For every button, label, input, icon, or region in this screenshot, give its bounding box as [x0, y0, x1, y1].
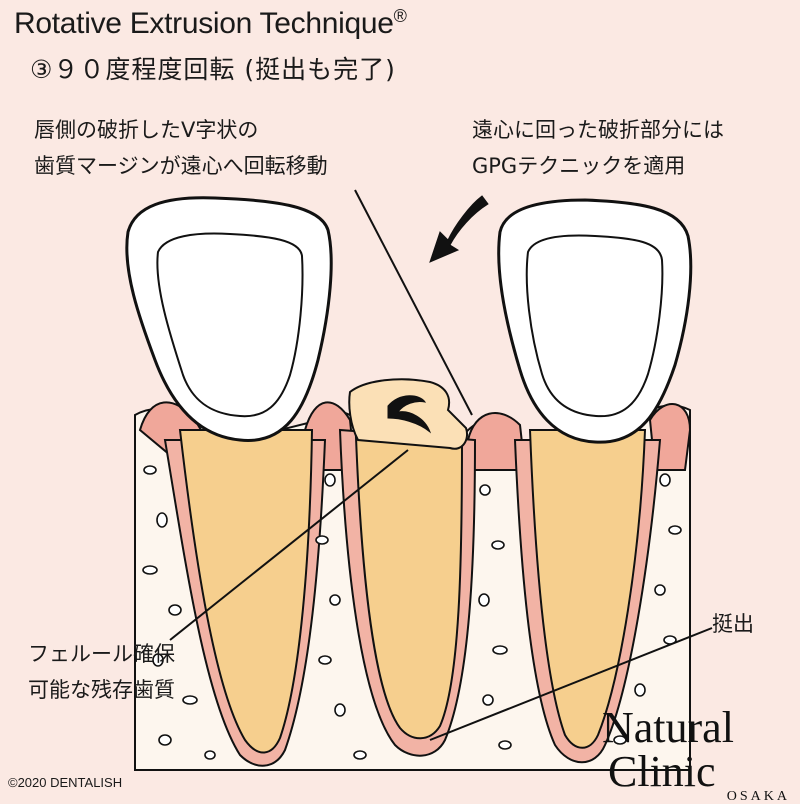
- crown-left: [125, 196, 333, 442]
- root-right: [528, 429, 647, 749]
- label-ferrule-line1: フェルール確保: [28, 642, 175, 666]
- label-ferrule-line2: 可能な残存歯質: [28, 678, 175, 702]
- rotation-arrow-icon: [429, 195, 489, 263]
- label-gpg-line2: GPGテクニックを適用: [472, 154, 686, 178]
- fracture-detail: [387, 395, 432, 434]
- label-gpg-line1: 遠心に回った破折部分には: [472, 118, 724, 142]
- crown-right-inner: [525, 234, 664, 418]
- root-middle: [353, 408, 464, 740]
- registered-mark: ®: [393, 6, 407, 26]
- logo-line3: OSAKA: [726, 789, 790, 804]
- page-title: Rotative Extrusion Technique®: [14, 6, 407, 40]
- clinic-logo: Natural Clinic OSAKA: [602, 703, 792, 804]
- logo-line1: Natural: [602, 703, 734, 752]
- logo-line2: Clinic: [608, 747, 716, 796]
- label-rotation-line2: 歯質マージンが遠心へ回転移動: [34, 154, 328, 178]
- root-left: [178, 429, 314, 754]
- crown-left-inner: [156, 232, 304, 418]
- label-rotation-line1: 唇側の破折したV字状の: [34, 118, 259, 142]
- crown-right: [497, 198, 693, 444]
- leader-line-ferrule: [169, 449, 409, 641]
- label-extrusion: 挺出: [712, 612, 754, 636]
- gingiva-right: [648, 403, 692, 471]
- label-ferrule: フェルール確保 可能な残存歯質: [28, 636, 175, 708]
- leader-line-rotation: [354, 189, 473, 416]
- label-gpg: 遠心に回った破折部分には GPGテクニックを適用: [472, 112, 724, 184]
- page-subtitle: ③９０度程度回転 (挺出も完了): [30, 55, 396, 84]
- label-rotation: 唇側の破折したV字状の 歯質マージンが遠心へ回転移動: [34, 112, 328, 184]
- bone-trabeculae: [142, 465, 682, 760]
- leader-line-extrusion: [429, 627, 713, 741]
- copyright-text: ©2020 DENTALISH: [8, 775, 123, 790]
